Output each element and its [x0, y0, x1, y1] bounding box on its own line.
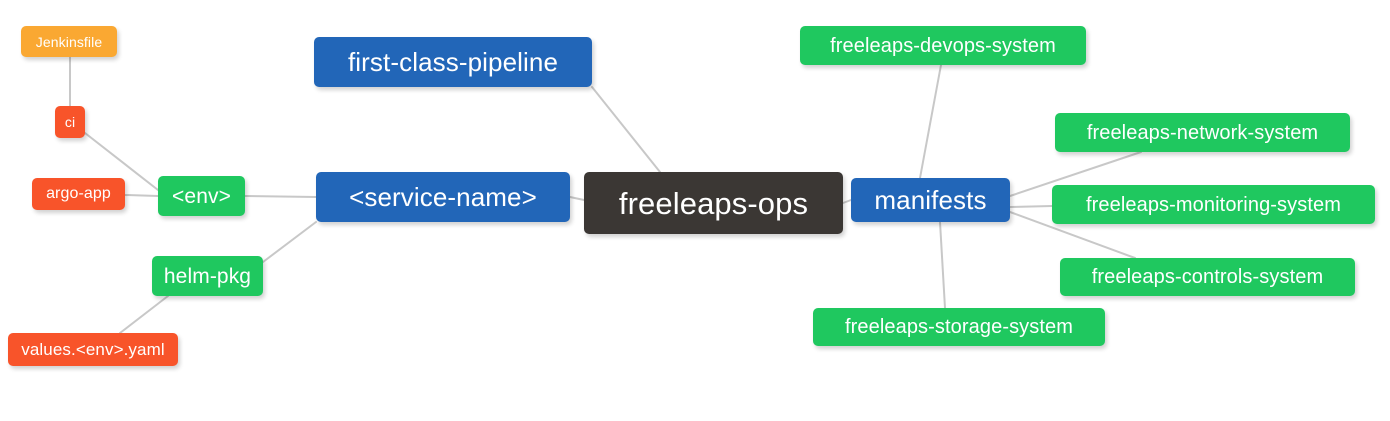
node-network-system[interactable]: freeleaps-network-system [1055, 113, 1350, 152]
node-root[interactable]: freeleaps-ops [584, 172, 843, 234]
edge-root-to-manifests [842, 199, 852, 204]
node-label-jenkinsfile: Jenkinsfile [35, 33, 103, 50]
node-label-argo-app: argo-app [46, 185, 111, 202]
node-monitoring-system[interactable]: freeleaps-monitoring-system [1052, 185, 1375, 224]
edge-manifests-to-storage-system [939, 221, 946, 309]
node-label-network-system: freeleaps-network-system [1086, 121, 1319, 144]
node-label-ci: ci [64, 114, 76, 130]
node-env[interactable]: <env> [158, 176, 245, 216]
node-label-helm-pkg: helm-pkg [163, 264, 252, 288]
node-label-values-yaml: values.<env>.yaml [21, 340, 165, 359]
edge-first-class-pipeline-to-root [591, 86, 661, 173]
node-label-service-name: <service-name> [349, 182, 537, 212]
node-controls-system[interactable]: freeleaps-controls-system [1060, 258, 1355, 296]
node-ci[interactable]: ci [55, 106, 85, 138]
node-label-controls-system: freeleaps-controls-system [1091, 266, 1324, 288]
node-label-first-class-pipeline: first-class-pipeline [347, 47, 559, 77]
edge-service-name-to-env [244, 195, 317, 198]
node-label-manifests: manifests [874, 185, 987, 215]
node-storage-system[interactable]: freeleaps-storage-system [813, 308, 1105, 346]
node-values-yaml[interactable]: values.<env>.yaml [8, 333, 178, 366]
node-jenkinsfile[interactable]: Jenkinsfile [21, 26, 117, 57]
edge-helm-pkg-to-values-yaml [119, 295, 169, 334]
node-argo-app[interactable]: argo-app [32, 178, 125, 210]
node-label-env: <env> [172, 184, 231, 208]
edge-manifests-to-monitoring-system [1009, 205, 1053, 208]
edge-env-to-argo-app [124, 194, 159, 197]
node-label-devops-system: freeleaps-devops-system [830, 34, 1056, 57]
edge-manifests-to-devops-system [919, 64, 942, 179]
node-manifests[interactable]: manifests [851, 178, 1010, 222]
node-label-root: freeleaps-ops [618, 185, 809, 221]
edge-root-to-service-name [569, 196, 585, 201]
node-devops-system[interactable]: freeleaps-devops-system [800, 26, 1086, 65]
node-label-monitoring-system: freeleaps-monitoring-system [1085, 193, 1341, 216]
node-helm-pkg[interactable]: helm-pkg [152, 256, 263, 296]
node-service-name[interactable]: <service-name> [316, 172, 570, 222]
node-label-storage-system: freeleaps-storage-system [844, 316, 1074, 338]
edge-service-name-to-helm-pkg [262, 221, 317, 263]
node-first-class-pipeline[interactable]: first-class-pipeline [314, 37, 592, 87]
